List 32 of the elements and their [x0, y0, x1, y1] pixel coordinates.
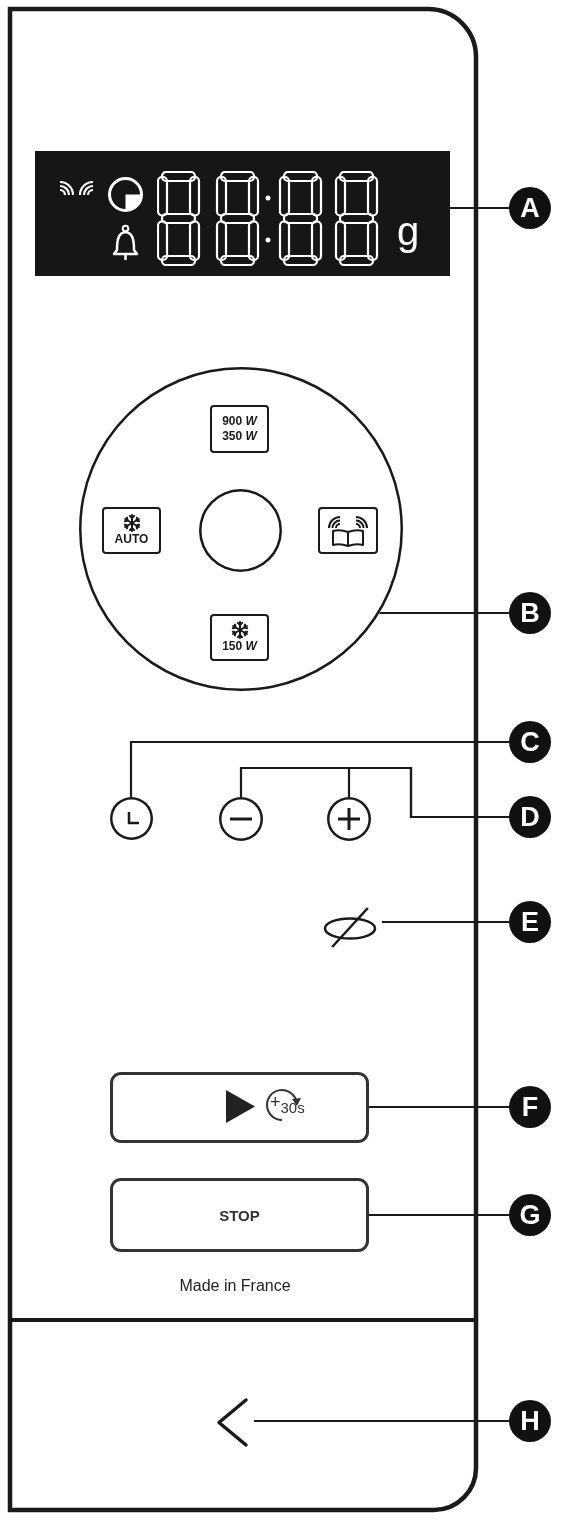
center-button	[199, 489, 282, 572]
minus-button	[219, 797, 263, 841]
leader-line	[369, 1105, 509, 1109]
callout-letter: C	[509, 721, 551, 763]
note-text: Made in France	[178, 1276, 292, 1296]
stop-button: STOP	[110, 1178, 369, 1252]
unit-label: g	[397, 211, 420, 251]
callout-letter: E	[509, 901, 551, 943]
leader-line	[254, 1419, 509, 1423]
slashed-oval-icon	[323, 907, 377, 948]
callout-letter: B	[509, 592, 551, 634]
leader-line	[450, 206, 509, 210]
power-button: 150 W	[210, 614, 269, 661]
callout-letter: G	[509, 1194, 551, 1236]
lcd-display	[35, 151, 450, 276]
leader-line	[382, 920, 509, 924]
power-button: 900 W 350 W	[210, 405, 269, 453]
callout-letter: F	[509, 1086, 551, 1128]
clock-button	[110, 797, 153, 840]
plus-button	[327, 797, 371, 841]
leader-line	[369, 1213, 509, 1217]
book-button	[318, 507, 378, 554]
callout-letter: A	[509, 187, 551, 229]
leader-line	[379, 611, 509, 615]
callout-letter: D	[509, 796, 551, 838]
auto-button: AUTO	[102, 507, 161, 554]
leader-line	[129, 740, 509, 797]
leader-line	[347, 766, 509, 819]
chevron-left-icon	[215, 1397, 249, 1448]
start-button: +$_{30s}$	[110, 1072, 369, 1143]
selector-dial	[79, 367, 403, 691]
callout-letter: H	[509, 1400, 551, 1442]
